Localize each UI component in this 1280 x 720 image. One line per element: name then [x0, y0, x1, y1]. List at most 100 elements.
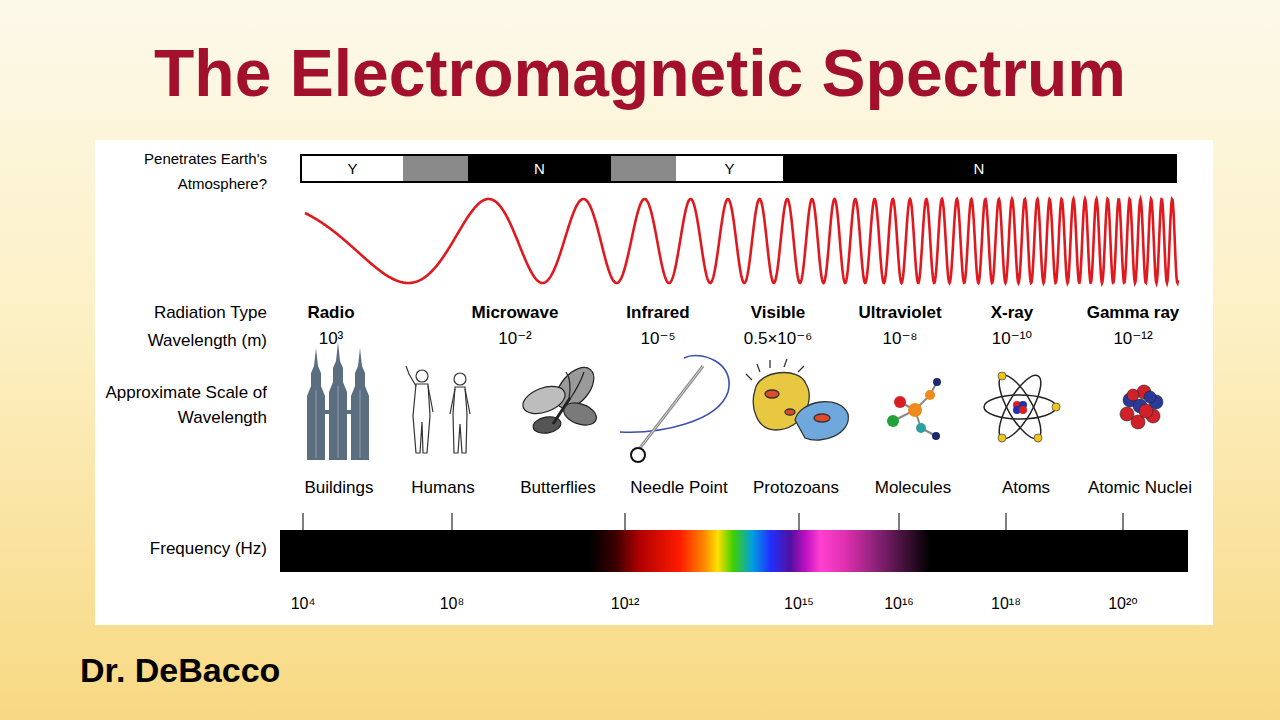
- molecule-icon: [916, 423, 926, 433]
- protozoan-icon: [765, 390, 779, 398]
- needle-icon: [620, 356, 729, 433]
- atmosphere-band: Y: [676, 156, 783, 181]
- atom-icon: [998, 434, 1006, 442]
- protozoan-icon: [746, 359, 804, 380]
- wavelength-value: 10³: [319, 329, 344, 349]
- radiation-type: Microwave: [472, 303, 559, 323]
- scale-name: Humans: [411, 478, 474, 498]
- scale-name: Butterflies: [520, 478, 596, 498]
- frequency-value: 10⁴: [291, 594, 316, 613]
- molecule-icon: [932, 432, 940, 440]
- atom-icon: [992, 370, 1049, 444]
- buildings-icon: [307, 348, 325, 460]
- nucleus-icon: [1120, 385, 1163, 429]
- molecule-icon: [893, 382, 937, 436]
- scale-name: Protozoans: [753, 478, 839, 498]
- buildings-icon: [325, 410, 329, 414]
- buildings-icon: [329, 342, 347, 460]
- tick-marks: [898, 513, 900, 530]
- buildings-icon: [347, 410, 351, 414]
- row-heading: Approximate Scale of Wavelength: [92, 380, 267, 430]
- partial-band: [403, 156, 468, 181]
- protozoan-icon: [795, 402, 848, 440]
- butterfly-icon: [519, 361, 601, 436]
- row-heading: Wavelength (m): [148, 331, 267, 351]
- butterfly-icon: [570, 372, 584, 399]
- scale-name: Atoms: [1002, 478, 1050, 498]
- tick-marks: [624, 513, 626, 530]
- tick-marks: [302, 513, 304, 530]
- scale-name: Atomic Nuclei: [1088, 478, 1192, 498]
- frequency-value: 10¹⁵: [784, 594, 814, 613]
- protozoan-icon: [814, 414, 830, 422]
- nucleus-icon: [1127, 389, 1139, 401]
- band-answer: Y: [724, 161, 734, 176]
- frequency-bar: [280, 530, 1188, 572]
- scale-name: Buildings: [305, 478, 374, 498]
- atmosphere-band: N: [468, 156, 611, 181]
- radiation-type: Gamma ray: [1087, 303, 1180, 323]
- molecule-icon: [908, 403, 922, 417]
- atom-icon: [992, 370, 1049, 444]
- atom-icon: [998, 372, 1006, 380]
- scale-name: Molecules: [875, 478, 952, 498]
- butterfly-icon: [566, 372, 570, 399]
- em-wave: [305, 199, 1178, 283]
- humans-icon: [406, 366, 470, 453]
- author-credit: Dr. DeBacco: [80, 650, 280, 691]
- buildings-icon: [307, 342, 369, 460]
- band-answer: N: [974, 161, 985, 176]
- title-text: The Electromagnetic Spectrum: [154, 34, 1126, 113]
- wavelength-value: 10⁻⁵: [641, 329, 676, 349]
- atom-icon: [1052, 403, 1060, 411]
- radiation-type: Visible: [751, 303, 806, 323]
- row-heading: Radiation Type: [154, 303, 267, 323]
- scale-name: Needle Point: [630, 478, 727, 498]
- frequency-value: 10⁸: [440, 594, 465, 613]
- buildings-detail: [316, 390, 317, 458]
- humans-icon: [454, 373, 466, 385]
- buildings-detail: [360, 390, 361, 458]
- tick-marks: [1122, 513, 1124, 530]
- tick-marks: [1005, 513, 1007, 530]
- radiation-type: Infrared: [626, 303, 689, 323]
- molecule-icon: [933, 378, 941, 386]
- band-answer: N: [534, 161, 545, 176]
- protozoan-icon: [746, 359, 848, 440]
- wavelength-value: 10⁻⁸: [882, 329, 917, 349]
- atom-icon: [984, 370, 1060, 444]
- tick-marks: [798, 513, 800, 530]
- molecule-icon: [925, 390, 935, 400]
- frequency-value: 10¹⁶: [884, 594, 914, 613]
- tick-marks: [451, 513, 453, 530]
- wavelength-value: 10⁻²: [498, 329, 532, 349]
- atom-icon: [984, 370, 1056, 444]
- buildings-detail: [316, 386, 360, 458]
- radiation-type: Ultraviolet: [858, 303, 941, 323]
- humans-icon: [453, 387, 467, 453]
- atom-icon: [984, 395, 1056, 419]
- atmosphere-band: Y: [302, 156, 403, 181]
- frequency-value: 10²⁰: [1108, 594, 1138, 613]
- radiation-type: Radio: [307, 303, 354, 323]
- needle-icon: [640, 366, 703, 448]
- humans-icon: [465, 389, 470, 414]
- humans-icon: [413, 384, 430, 453]
- protozoan-icon: [785, 409, 795, 415]
- butterfly-icon: [553, 398, 570, 424]
- atmosphere-band: N: [783, 156, 1175, 181]
- buildings-detail: [338, 386, 339, 458]
- humans-icon: [428, 386, 433, 412]
- frequency-value: 10¹²: [611, 594, 639, 613]
- tick-marks: [303, 513, 1123, 530]
- band-answer: Y: [347, 161, 357, 176]
- needle-icon: [631, 448, 645, 462]
- needle-icon: [620, 356, 729, 462]
- atom-icon: [1034, 434, 1042, 442]
- molecule-icon: [887, 378, 941, 440]
- wavelength-value: 10⁻¹⁰: [992, 329, 1032, 349]
- radiation-type: X-ray: [991, 303, 1034, 323]
- nucleus-icon: [1139, 404, 1153, 418]
- humans-icon: [416, 370, 428, 382]
